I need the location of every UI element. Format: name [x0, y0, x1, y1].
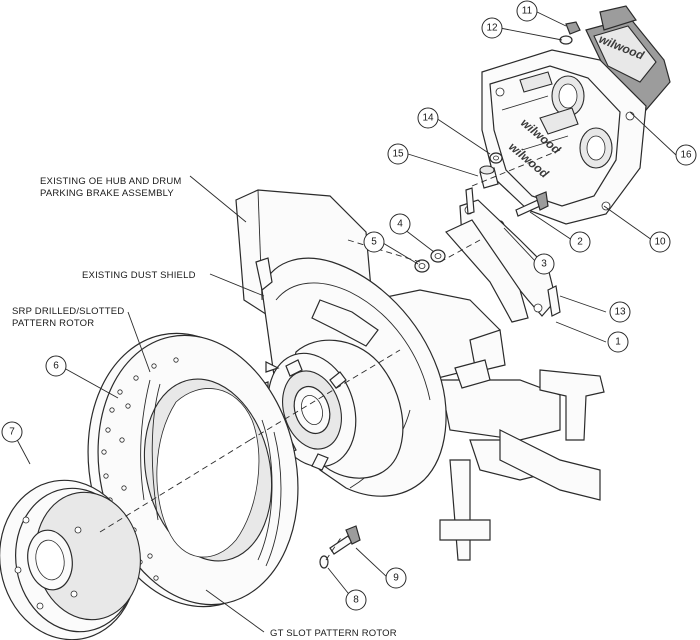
- brake-pads: wilwood: [585, 5, 671, 111]
- washer-4: [430, 249, 446, 263]
- svg-text:1: 1: [615, 337, 621, 348]
- svg-text:13: 13: [614, 307, 626, 318]
- caliper-body: wilwood wilwood: [481, 49, 647, 225]
- callout-4: 4: [389, 213, 411, 235]
- svg-text:9: 9: [393, 573, 399, 584]
- bolt-9: [329, 525, 361, 555]
- caliper-bracket: [445, 187, 561, 323]
- callout-2: 2: [569, 231, 591, 253]
- callout-8: 8: [345, 589, 367, 611]
- callout-7: 7: [1, 421, 23, 443]
- spacer-15: [479, 165, 499, 189]
- label-gt-rotor: GT SLOT PATTERN ROTOR: [270, 628, 397, 639]
- callout-1: 1: [607, 331, 629, 353]
- svg-text:6: 6: [53, 361, 59, 372]
- svg-text:16: 16: [680, 150, 692, 161]
- callout-11: 11: [516, 0, 538, 22]
- srp-drilled-slotted-rotor: [87, 332, 299, 608]
- svg-text:14: 14: [422, 113, 434, 124]
- svg-text:7: 7: [9, 427, 15, 438]
- callout-13: 13: [609, 301, 631, 323]
- label-dust-shield: EXISTING DUST SHIELD: [82, 270, 196, 281]
- callout-10: 10: [649, 231, 671, 253]
- svg-text:15: 15: [392, 149, 404, 160]
- text-labels: EXISTING OE HUB AND DRUM PARKING BRAKE A…: [12, 176, 397, 639]
- label-srp-rotor-line2: PATTERN ROTOR: [12, 318, 94, 329]
- callout-5: 5: [363, 231, 385, 253]
- svg-text:11: 11: [522, 6, 533, 17]
- svg-text:12: 12: [486, 23, 498, 34]
- svg-text:10: 10: [654, 237, 666, 248]
- callout-15: 15: [387, 143, 409, 165]
- callout-6: 6: [45, 355, 67, 377]
- svg-text:5: 5: [371, 237, 377, 248]
- svg-text:2: 2: [577, 237, 583, 248]
- label-existing-hub-line1: EXISTING OE HUB AND DRUM: [40, 176, 182, 187]
- svg-text:3: 3: [541, 259, 547, 270]
- caliper-bolt-2: [515, 191, 549, 217]
- washer-14: [489, 152, 503, 164]
- callout-12: 12: [481, 17, 503, 39]
- label-existing-hub-line2: PARKING BRAKE ASSEMBLY: [40, 188, 174, 199]
- washer-5: [414, 259, 430, 273]
- callout-16: 16: [675, 144, 697, 166]
- svg-text:4: 4: [397, 219, 403, 230]
- callout-3: 3: [533, 253, 555, 275]
- bleeder-nut: [559, 21, 581, 45]
- callout-14: 14: [417, 107, 439, 129]
- rotor-hat: [0, 479, 141, 640]
- svg-text:8: 8: [353, 595, 359, 606]
- washer-8: [319, 555, 329, 569]
- label-srp-rotor-line1: SRP DRILLED/SLOTTED: [12, 306, 124, 317]
- callout-9: 9: [385, 567, 407, 589]
